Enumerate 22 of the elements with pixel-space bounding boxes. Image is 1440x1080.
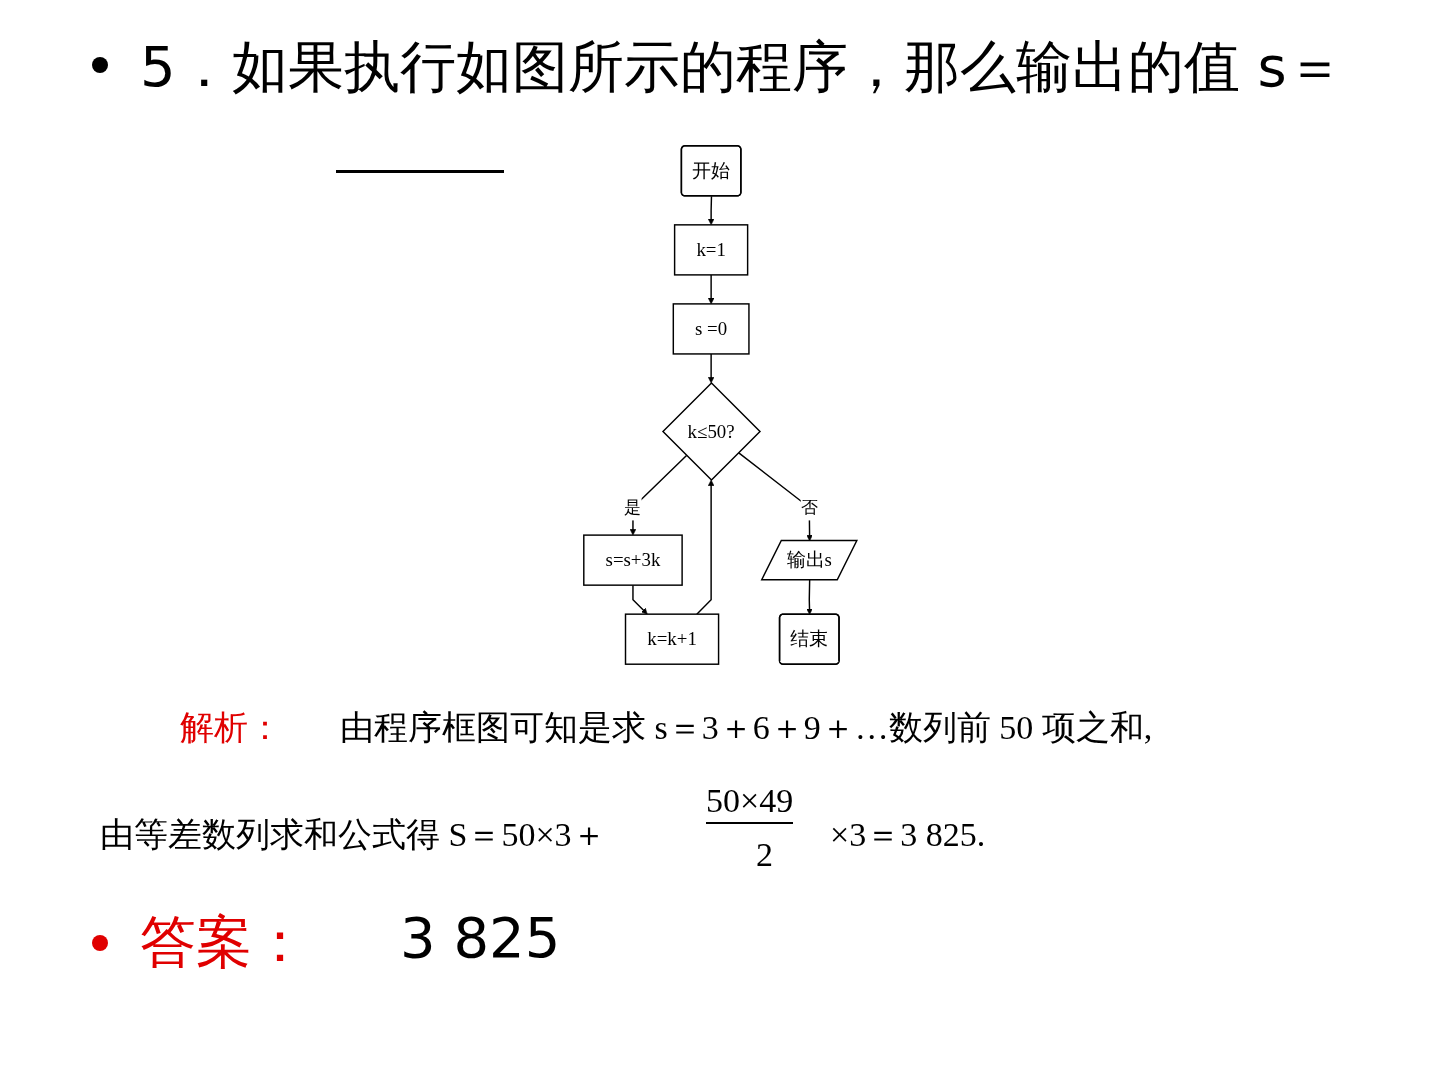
node-box: k=k+1 [624,613,719,665]
fraction-denominator: 2 [756,836,773,874]
edge-label: 是 [623,498,642,517]
fraction-numerator: 50×49 [706,782,794,824]
solution-text: ×3＝3 825. [830,815,986,855]
arrow [631,584,648,615]
node-diamond: k≤50? [661,381,761,481]
solution-heading: 解析： [180,708,282,748]
node-box: k=1 [673,224,749,276]
solution-text: 由程序框图可知是求 s＝3＋6＋9＋…数列前 50 项之和, [340,708,1153,748]
arrow [806,579,813,615]
answer-text: 3 825 [400,905,561,970]
node-box: s=s+3k [582,534,683,586]
arrow [707,195,714,226]
answer-heading: 答案： [140,908,308,976]
solution-text: 由等差数列求和公式得 S＝50×3＋ [100,815,606,855]
node-box: s =0 [672,303,750,355]
arrow [707,353,714,384]
edge-label: 否 [800,498,818,517]
arrow [695,479,714,615]
question-text: 5．如果执行如图所示的程序，那么输出的值 s＝ [140,33,1344,101]
arrow [707,274,714,305]
